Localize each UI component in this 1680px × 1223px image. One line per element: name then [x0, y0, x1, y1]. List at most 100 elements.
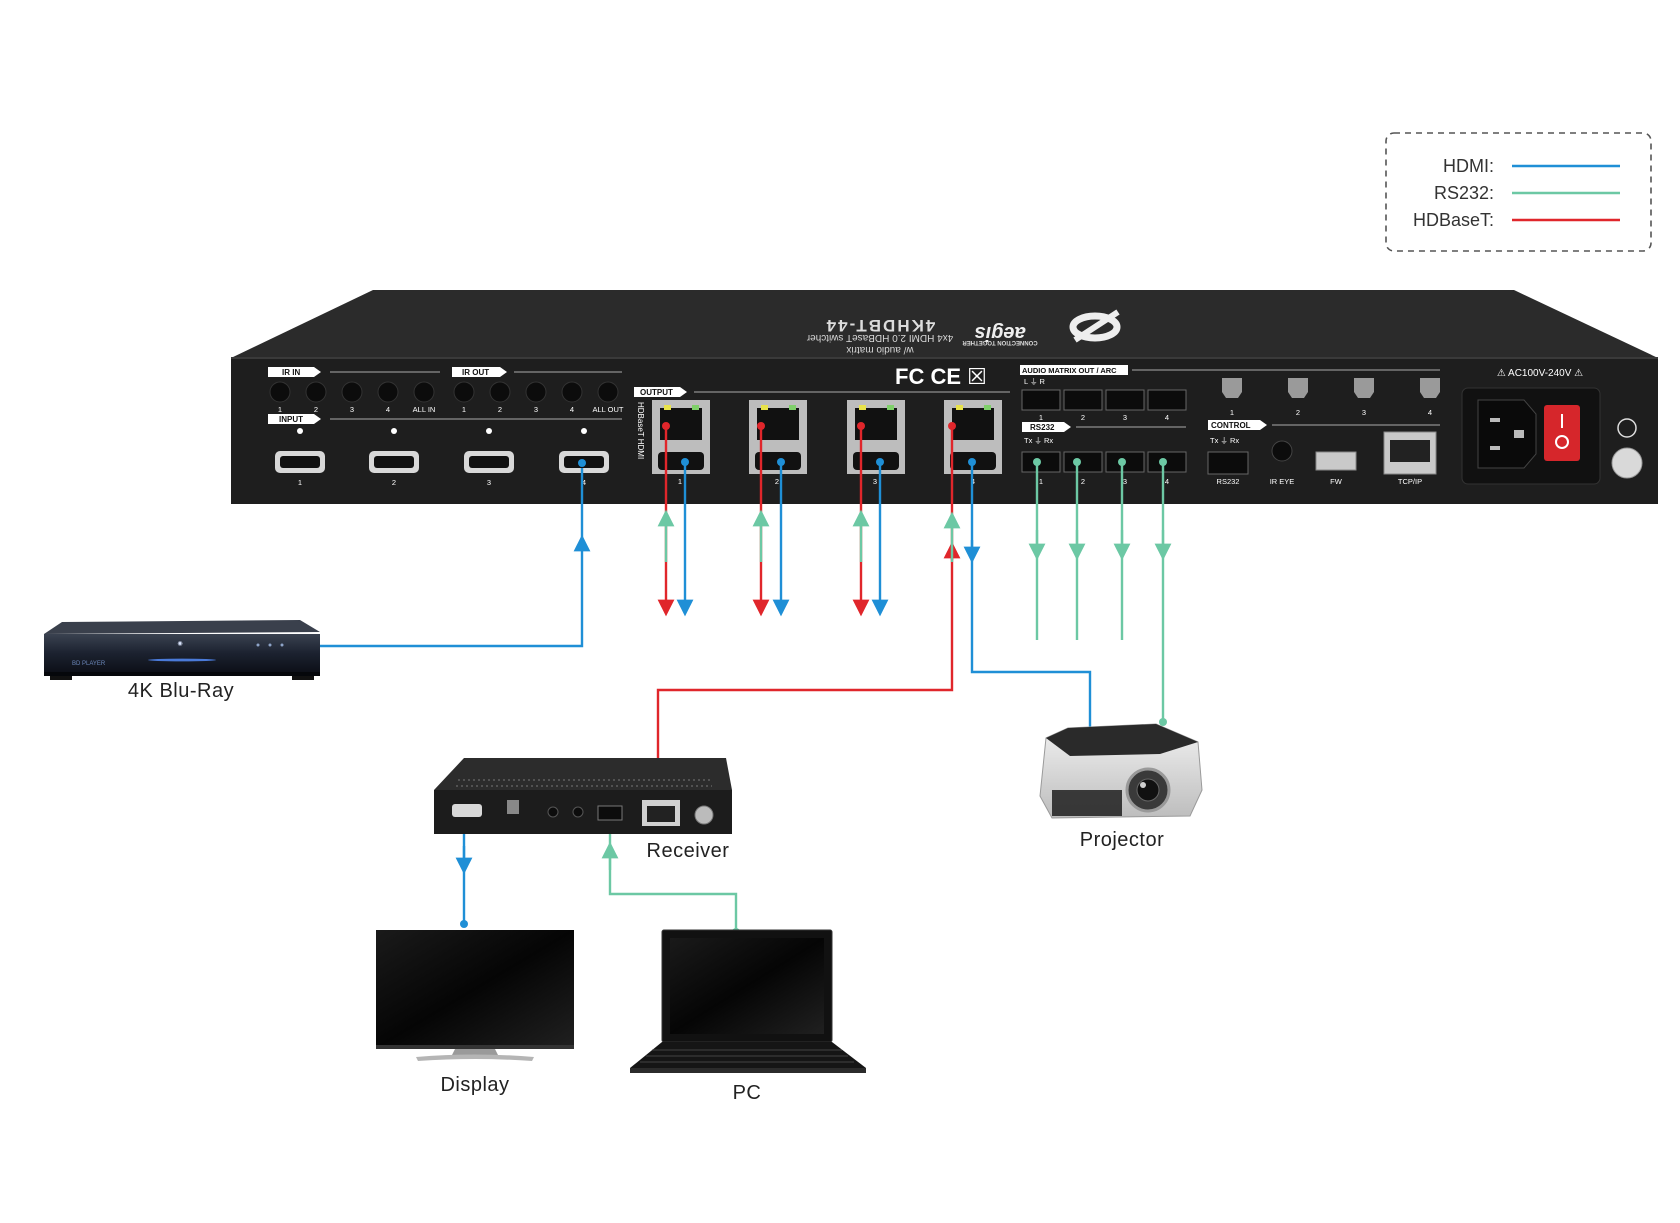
hdbaset-hdmi-label: HDBaseT HDMI: [636, 402, 645, 459]
output-port-3: [847, 400, 905, 474]
input-label: INPUT: [279, 415, 303, 424]
legend-label-rs232: RS232:: [1434, 183, 1494, 203]
ir-in-port-all[interactable]: [413, 381, 435, 403]
ir-out-port-all[interactable]: [597, 381, 619, 403]
legend-label-hdbaset: HDBaseT:: [1413, 210, 1494, 230]
hdmi-output-port-1[interactable]: [658, 452, 704, 470]
control-label: CONTROL: [1211, 421, 1251, 430]
hdbaset-receiver: Receiver: [434, 758, 732, 862]
switcher-brand: aegis CONNECTION TOGETHER: [962, 322, 1038, 345]
input-port-4-label: 4: [582, 478, 586, 487]
output-port-3-label: 3: [873, 477, 877, 486]
audio-out-port-3[interactable]: [1105, 389, 1145, 411]
output-label: OUTPUT: [640, 388, 673, 397]
aegis-logo: [1069, 309, 1121, 343]
ir-in-group: IR IN 1 2 3 4 ALL IN: [268, 367, 440, 414]
switcher-subtitle2-text: w/ audio matrix: [846, 344, 914, 355]
tcpip-label: TCP/IP: [1398, 477, 1422, 486]
ir-out-port-2-label: 2: [498, 405, 502, 414]
input-group: INPUT 1 2 3 4: [268, 414, 622, 487]
ir-in-port-2[interactable]: [305, 381, 327, 403]
audio-port-1-label: 1: [1039, 413, 1043, 422]
pc-label: PC: [733, 1082, 762, 1104]
ir-out-port-3-label: 3: [534, 405, 538, 414]
ir-out-port-4[interactable]: [561, 381, 583, 403]
certification-marks: FC CE ☒: [895, 364, 987, 389]
pc-screen: [670, 938, 824, 1034]
projector: Projector: [1039, 723, 1203, 851]
switcher-subtitle-text: 4x4 HDMI 2.0 HDBaseT switcher: [806, 332, 953, 343]
ir-out-port-4-label: 4: [570, 405, 574, 414]
optical-port-3[interactable]: [1354, 378, 1374, 398]
power-switch[interactable]: [1544, 405, 1580, 461]
cable-hdmi-out4-projector: [970, 462, 1092, 730]
receiver-ir-port-1[interactable]: [547, 806, 559, 818]
control-pins-label: Tx ⏚ Rx: [1210, 436, 1239, 445]
cables: [312, 428, 1172, 932]
ir-in-port-4[interactable]: [377, 381, 399, 403]
ir-in-label: IR IN: [282, 368, 300, 377]
optical-port-4[interactable]: [1420, 378, 1440, 398]
receiver-power-port[interactable]: [694, 805, 714, 825]
cable-hdmi-bluray-input4: [312, 534, 591, 648]
switcher-model-text: 4KHDBT-44: [825, 316, 936, 335]
legend-label-hdmi: HDMI:: [1443, 156, 1494, 176]
optical-port-2-label: 2: [1296, 408, 1300, 417]
rs232-port-2-label: 2: [1081, 477, 1085, 486]
switcher-brand-text: aegis: [974, 322, 1025, 344]
hdmi-output-port-3[interactable]: [853, 452, 899, 470]
audio-out-port-1[interactable]: [1021, 389, 1061, 411]
ir-eye-label: IR EYE: [1270, 477, 1295, 486]
ir-out-port-1[interactable]: [453, 381, 475, 403]
fw-usb-port[interactable]: [1315, 451, 1357, 471]
hdmi-input-port-1[interactable]: [275, 451, 325, 473]
ir-eye-port[interactable]: [1271, 440, 1293, 462]
input-port-2-label: 2: [392, 478, 396, 487]
power-inlet[interactable]: [1477, 399, 1537, 469]
receiver-hdmi-out-port[interactable]: [452, 804, 482, 817]
input-port-1-label: 1: [298, 478, 302, 487]
ir-in-port-1-label: 1: [278, 405, 282, 414]
rs232-port-2[interactable]: [1063, 451, 1103, 473]
audio-port-4-label: 4: [1165, 413, 1169, 422]
projector-label: Projector: [1080, 829, 1165, 851]
audio-port-2-label: 2: [1081, 413, 1085, 422]
ir-out-port-2[interactable]: [489, 381, 511, 403]
optical-port-1[interactable]: [1222, 378, 1242, 398]
ir-out-all-label: ALL OUT: [593, 405, 624, 414]
fw-label: FW: [1330, 477, 1343, 486]
audio-out-port-2[interactable]: [1063, 389, 1103, 411]
hdbaset-switcher: 4KHDBT-44 4x4 HDMI 2.0 HDBaseT switcher …: [231, 290, 1658, 504]
control-rs232-port[interactable]: [1207, 451, 1249, 475]
optical-port-2[interactable]: [1288, 378, 1308, 398]
ir-out-port-1-label: 1: [462, 405, 466, 414]
receiver-rs232-port[interactable]: [597, 805, 623, 821]
audio-out-port-4[interactable]: [1147, 389, 1187, 411]
input-port-3-label: 3: [487, 478, 491, 487]
control-rs232-label: RS232: [1217, 477, 1240, 486]
audio-matrix-group: AUDIO MATRIX OUT / ARC L ⏚ R 1 2 3 4 1 2…: [1020, 365, 1440, 422]
bluray-player: BD PLAYER ◉ 4K Blu-Ray: [44, 620, 320, 702]
ir-out-label: IR OUT: [462, 368, 489, 377]
hdmi-input-port-3[interactable]: [464, 451, 514, 473]
output-port-2-label: 2: [775, 477, 779, 486]
output-port-1-label: 1: [678, 477, 682, 486]
rs232-port-3-label: 3: [1123, 477, 1127, 486]
ir-in-port-1[interactable]: [269, 381, 291, 403]
ir-out-port-3[interactable]: [525, 381, 547, 403]
hdbaset-output-port-4[interactable]: [952, 408, 994, 440]
ir-in-port-3[interactable]: [341, 381, 363, 403]
receiver-optical-port[interactable]: [507, 800, 519, 814]
receiver-ir-port-2[interactable]: [572, 806, 584, 818]
display-screen: [376, 930, 574, 1048]
bluray-logo: ◉: [177, 641, 182, 647]
bluray-label: 4K Blu-Ray: [128, 680, 234, 702]
hdmi-input-port-2[interactable]: [369, 451, 419, 473]
rs232-port-4-label: 4: [1165, 477, 1169, 486]
optical-port-4-label: 4: [1428, 408, 1432, 417]
audio-lr-label: L ⏚ R: [1024, 377, 1046, 386]
ground-icon: [1617, 418, 1637, 438]
audio-port-3-label: 3: [1123, 413, 1127, 422]
